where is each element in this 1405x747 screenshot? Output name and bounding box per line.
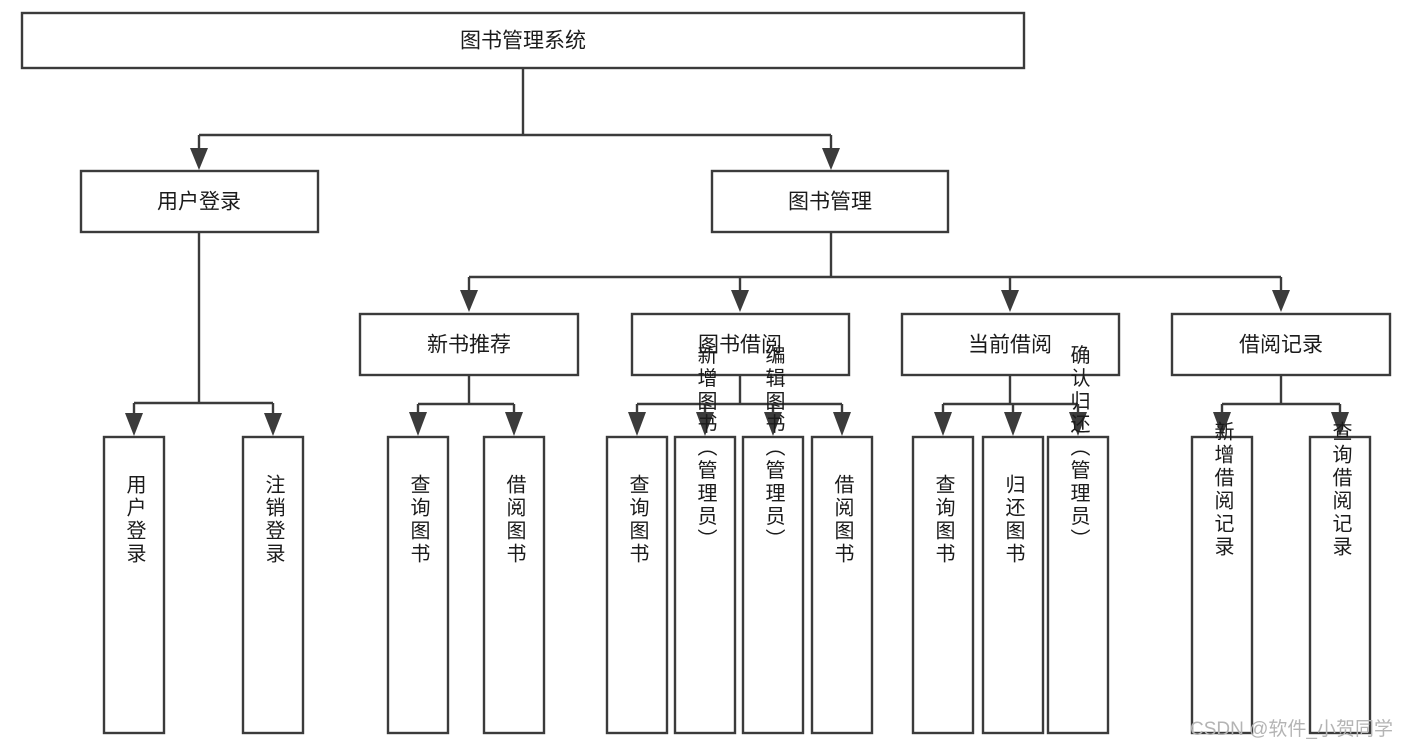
node-leaf-user-login[interactable]: 用户登录	[102, 435, 166, 735]
node-book-manage-label: 图书管理	[788, 191, 872, 214]
node-leaf-query-book-1[interactable]: 查询图书	[386, 435, 450, 735]
connector-group-user-login	[125, 232, 282, 436]
node-current-borrow[interactable]: 当前借阅	[900, 312, 1121, 377]
arrow-head-leaf-confirm-return	[1069, 412, 1087, 436]
node-leaf-borrow-book-2[interactable]: 借阅图书	[810, 435, 874, 735]
node-leaf-query-record-box[interactable]	[1308, 435, 1372, 735]
node-leaf-confirm-return-box[interactable]	[1046, 435, 1110, 735]
node-new-book-rec-box[interactable]	[358, 312, 580, 377]
arrow-head-new-book-rec	[460, 290, 478, 312]
connector-group-book-borrow	[628, 375, 851, 436]
node-book-borrow[interactable]: 图书借阅	[630, 312, 851, 377]
node-user-login[interactable]: 用户登录	[79, 169, 320, 234]
node-leaf-borrow-book-2-box[interactable]	[810, 435, 874, 735]
node-leaf-add-book-box[interactable]	[673, 435, 737, 735]
node-leaf-query-record-label: 查询借阅记录	[1329, 421, 1352, 559]
arrow-head-leaf-user-login	[125, 413, 143, 436]
node-leaf-edit-book-label: 编辑图书（管理员）	[762, 344, 785, 551]
arrow-head-leaf-borrow-book-1	[505, 412, 523, 436]
node-new-book-rec-label: 新书推荐	[427, 334, 511, 357]
node-leaf-confirm-return[interactable]: 确认归还（管理员）	[1046, 344, 1110, 735]
node-book-borrow-box[interactable]	[630, 312, 851, 377]
node-leaf-user-login-box[interactable]	[102, 435, 166, 735]
node-leaf-query-book-1-box[interactable]	[386, 435, 450, 735]
arrow-head-book-borrow	[731, 290, 749, 312]
arrow-head-leaf-add-record	[1213, 412, 1231, 436]
node-current-borrow-label: 当前借阅	[968, 334, 1052, 357]
arrow-head-leaf-borrow-book-2	[833, 412, 851, 436]
node-leaf-logout[interactable]: 注销登录	[241, 435, 305, 735]
node-current-borrow-box[interactable]	[900, 312, 1121, 377]
node-leaf-borrow-book-1[interactable]: 借阅图书	[482, 435, 546, 735]
node-root-label: 图书管理系统	[460, 30, 586, 53]
node-book-manage-box[interactable]	[710, 169, 950, 234]
node-borrow-record-label: 借阅记录	[1239, 334, 1323, 357]
arrow-head-leaf-logout	[264, 413, 282, 436]
arrow-head-leaf-query-record	[1331, 412, 1349, 436]
arrow-head-leaf-query-book-3	[934, 412, 952, 436]
node-leaf-return-book-box[interactable]	[981, 435, 1045, 735]
node-leaf-query-book-1-label: 查询图书	[407, 474, 430, 566]
node-book-manage[interactable]: 图书管理	[710, 169, 950, 234]
arrow-head-leaf-add-book	[696, 412, 714, 436]
node-root-box[interactable]	[20, 11, 1026, 70]
node-borrow-record-box[interactable]	[1170, 312, 1392, 377]
node-leaf-borrow-book-1-label: 借阅图书	[503, 474, 526, 566]
node-root[interactable]: 图书管理系统	[20, 11, 1026, 70]
node-leaf-add-record-box[interactable]	[1190, 435, 1254, 735]
node-leaf-query-book-2[interactable]: 查询图书	[605, 435, 669, 735]
arrow-head-leaf-query-book-2	[628, 412, 646, 436]
arrow-head-leaf-query-book-1	[409, 412, 427, 436]
node-leaf-query-book-2-label: 查询图书	[626, 474, 649, 566]
connector-group-root	[190, 68, 840, 170]
node-leaf-query-book-3-label: 查询图书	[932, 474, 955, 566]
arrow-head-leaf-return-book	[1004, 412, 1022, 436]
node-leaf-return-book[interactable]: 归还图书	[981, 435, 1045, 735]
node-leaf-borrow-book-1-box[interactable]	[482, 435, 546, 735]
connector-group-borrow-record	[1213, 375, 1349, 436]
node-leaf-add-record[interactable]: 新增借阅记录	[1190, 421, 1254, 735]
node-leaf-confirm-return-label: 确认归还（管理员）	[1067, 344, 1090, 551]
connector-group-book-manage	[460, 232, 1290, 312]
arrow-head-current-borrow	[1001, 290, 1019, 312]
node-user-login-label: 用户登录	[157, 191, 241, 214]
arrow-head-book-manage	[822, 148, 840, 170]
node-leaf-return-book-label: 归还图书	[1002, 474, 1025, 566]
node-leaf-edit-book[interactable]: 编辑图书（管理员）	[741, 344, 805, 735]
node-leaf-query-book-2-box[interactable]	[605, 435, 669, 735]
node-leaf-add-book-label: 新增图书（管理员）	[694, 344, 717, 551]
arrow-head-leaf-edit-book	[764, 412, 782, 436]
arrow-head-user-login	[190, 148, 208, 170]
node-leaf-borrow-book-2-label: 借阅图书	[831, 474, 854, 566]
node-leaf-add-record-label: 新增借阅记录	[1211, 421, 1234, 559]
arrow-head-borrow-record	[1272, 290, 1290, 312]
node-leaf-query-record[interactable]: 查询借阅记录	[1308, 421, 1372, 735]
node-leaf-query-book-3-box[interactable]	[911, 435, 975, 735]
node-leaf-user-login-label: 用户登录	[123, 474, 146, 566]
node-borrow-record[interactable]: 借阅记录	[1170, 312, 1392, 377]
node-leaf-add-book[interactable]: 新增图书（管理员）	[673, 344, 737, 735]
node-leaf-logout-label: 注销登录	[262, 474, 285, 566]
node-leaf-logout-box[interactable]	[241, 435, 305, 735]
node-leaf-query-book-3[interactable]: 查询图书	[911, 435, 975, 735]
node-new-book-rec[interactable]: 新书推荐	[358, 312, 580, 377]
node-leaf-edit-book-box[interactable]	[741, 435, 805, 735]
connector-group-new-book-rec	[409, 375, 523, 436]
node-user-login-box[interactable]	[79, 169, 320, 234]
connector-group-current-borrow	[934, 375, 1087, 436]
node-book-borrow-label: 图书借阅	[698, 334, 782, 357]
